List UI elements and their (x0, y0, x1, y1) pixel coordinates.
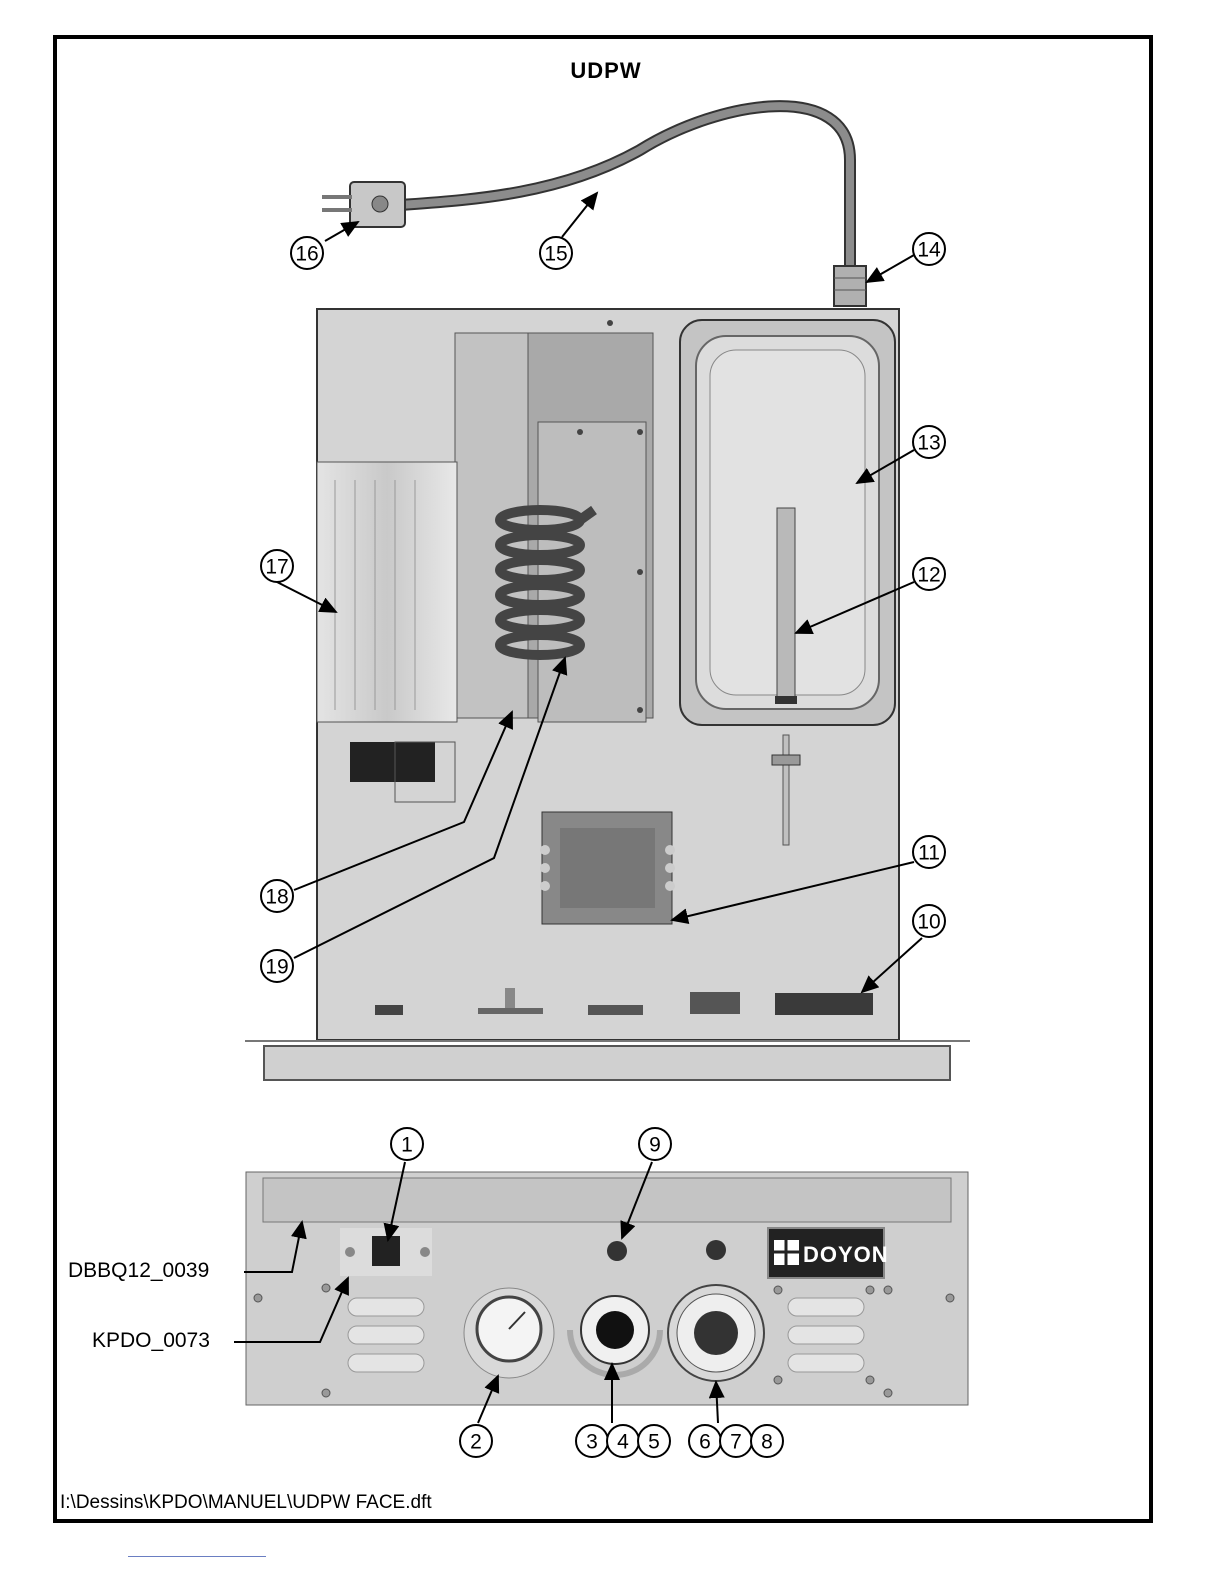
callout-number-6: 6 (699, 1431, 711, 1454)
callout-number-14: 14 (917, 239, 941, 262)
callout-number-15: 15 (544, 243, 567, 266)
callout-number-18: 18 (265, 886, 288, 909)
callout-number-8: 8 (761, 1431, 773, 1454)
footer-rule (128, 1556, 266, 1557)
doyon-logo: DOYON (768, 1228, 889, 1278)
callout-number-11: 11 (918, 842, 940, 865)
file-path-label: I:\Dessins\KPDO\MANUEL\UDPW FACE.dft (60, 1492, 432, 1514)
callout-number-2: 2 (470, 1431, 482, 1454)
callout-number-5: 5 (648, 1431, 660, 1454)
callout-number-16: 16 (295, 243, 318, 266)
logo-wordmark: DOYON (803, 1242, 889, 1267)
callout-number-1: 1 (401, 1134, 413, 1157)
callout-number-3: 3 (586, 1431, 598, 1454)
callout-number-17: 17 (265, 556, 288, 579)
callout-number-19: 19 (265, 956, 288, 979)
callout-number-4: 4 (617, 1431, 629, 1454)
part-label-bezel: DBBQ12_0039 (68, 1259, 209, 1283)
transformer (540, 812, 675, 924)
plug (322, 182, 405, 227)
callout-number-7: 7 (730, 1431, 742, 1454)
strain-relief (834, 266, 866, 306)
base-rail (245, 1041, 970, 1080)
thermostat-knob (668, 1285, 764, 1381)
callout-number-12: 12 (917, 564, 940, 587)
callout-number-10: 10 (917, 911, 940, 934)
pressure-gauge (464, 1288, 554, 1378)
part-label-switch-bracket: KPDO_0073 (92, 1329, 210, 1353)
callout-number-13: 13 (917, 432, 940, 455)
callout-number-9: 9 (649, 1134, 661, 1157)
power-cord (400, 106, 850, 270)
